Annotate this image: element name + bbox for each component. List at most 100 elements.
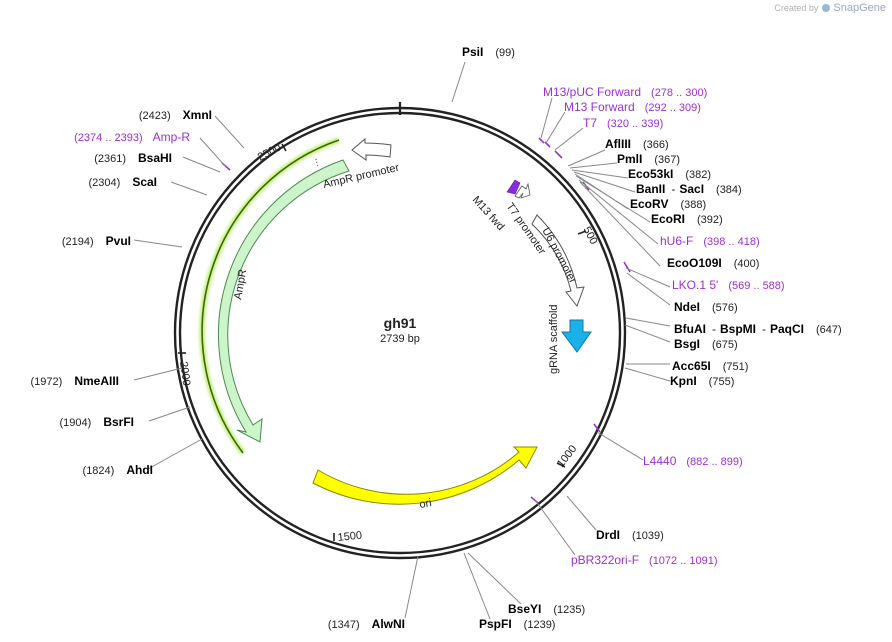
ruler-label-500: 500 xyxy=(580,225,599,247)
primer-name: LKO.1 5' xyxy=(672,278,718,292)
site-psii: PsiI(99) xyxy=(462,45,515,59)
site-name: DrdI xyxy=(596,528,620,542)
primer-name: M13/pUC Forward xyxy=(543,85,641,99)
site-bseyi: BseYI (1235) xyxy=(508,602,585,616)
ampr-label: AmpR xyxy=(232,268,249,300)
grna-scaffold-arrow xyxy=(561,319,592,353)
site-bsrfi: (1904)BsrFI xyxy=(60,415,134,429)
site-name3: PaqCI xyxy=(770,322,804,336)
m13-fwd-label: M13 fwd xyxy=(470,194,507,233)
site-name: PsiI xyxy=(462,45,483,59)
site-pos: (388) xyxy=(680,199,706,211)
site-pos: (675) xyxy=(712,339,738,351)
site-labels-left: (1347) AlwNI (1824)AhdI (1904)BsrFI (1972… xyxy=(31,108,405,631)
site-name: AlwNI xyxy=(372,617,405,631)
site-pos: (382) xyxy=(685,169,711,181)
site-name: BseYI xyxy=(508,602,541,616)
primer-l4440: L4440 (882 .. 899) xyxy=(643,454,743,468)
primer-pbr322ori-f: pBR322ori-F(1072 .. 1091) xyxy=(571,553,718,567)
site-name: NmeAIII xyxy=(74,374,119,388)
site-pos: (751) xyxy=(723,361,749,373)
t7-promoter-arrow xyxy=(514,182,531,199)
primer-range: (569 .. 588) xyxy=(728,280,784,292)
site-pos: (367) xyxy=(654,154,680,166)
m13-fwd-arrow xyxy=(506,179,521,195)
site-name: EcoRV xyxy=(630,197,668,211)
primer-range: (2374 .. 2393) xyxy=(74,132,143,144)
site-name: KpnI xyxy=(670,374,697,388)
site-labels-right: PsiI(99) AflIII(366) PmlI(367) Eco53kI(3… xyxy=(462,45,842,631)
site-eco53ki: Eco53kI (382) xyxy=(628,167,711,181)
site-name: AflIII xyxy=(605,137,631,151)
site-sep: - xyxy=(671,182,675,196)
u6-promoter-label: U6 promoter xyxy=(539,226,578,286)
ori-label: ori xyxy=(418,497,432,511)
site-pos: (576) xyxy=(712,302,738,314)
primer-name: Amp-R xyxy=(153,130,191,144)
site-kpni: KpnI (755) xyxy=(670,374,734,388)
site-pos: (1235) xyxy=(553,604,585,616)
site-pos: (384) xyxy=(716,184,742,196)
site-alwni: (1347) AlwNI xyxy=(328,617,405,631)
site-ecori: EcoRI (392) xyxy=(651,212,723,226)
site-pos: (2304) xyxy=(89,177,121,189)
site-name: BsaHI xyxy=(138,151,172,165)
site-scai: (2304)ScaI xyxy=(89,175,157,189)
primer-amp-r: (2374 .. 2393) Amp-R xyxy=(74,130,190,144)
ruler-tick-2500: 2500 xyxy=(256,142,287,164)
site-name: XmnI xyxy=(183,108,212,122)
ruler-label-2000: 2000 xyxy=(177,361,192,387)
ampr-promoter-arrow xyxy=(351,137,392,161)
primer-range: (292 .. 309) xyxy=(645,102,701,114)
grna-scaffold-label: gRNA scaffold xyxy=(548,304,560,374)
site-name: Eco53kI xyxy=(628,167,673,181)
site-xmni: (2423) XmnI xyxy=(139,108,212,122)
site-pos: (2194) xyxy=(62,236,94,248)
primer-m13-puc-forward: M13/pUC Forward (278 .. 300) xyxy=(543,85,707,99)
site-name: PspFI xyxy=(479,617,512,631)
site-name: PvuI xyxy=(106,234,131,248)
ampr-feature-arrow xyxy=(217,159,350,443)
site-pos: (647) xyxy=(816,324,842,336)
site-bfuai-bspmi-paqci: BfuAI-BspMI-PaqCI(647) xyxy=(674,322,842,336)
primer-name: T7 xyxy=(583,116,597,130)
site-pos: (1904) xyxy=(60,417,92,429)
site-ecorv: EcoRV (388) xyxy=(630,197,706,211)
primer-range: (278 .. 300) xyxy=(651,87,707,99)
primer-range: (320 .. 339) xyxy=(607,118,663,130)
site-banii-saci: BanII-SacI(384) xyxy=(636,182,742,196)
primer-name: L4440 xyxy=(643,454,677,468)
snapgene-logo-icon xyxy=(822,4,831,12)
primer-hu6-f: hU6-F(398 .. 418) xyxy=(660,234,760,248)
ori-feature-arrow xyxy=(312,446,538,505)
primer-t7: T7 (320 .. 339) xyxy=(583,116,663,130)
site-bsgi: BsgI(675) xyxy=(674,337,738,351)
site-name: EcoRI xyxy=(651,212,685,226)
site-name: Acc65I xyxy=(672,359,711,373)
site-name: EcoO109I xyxy=(667,256,722,270)
site-pos: (755) xyxy=(709,376,735,388)
site-name: BfuAI xyxy=(674,322,706,336)
primer-range: (882 .. 899) xyxy=(686,456,742,468)
site-pos: (392) xyxy=(697,214,723,226)
primer-name: M13 Forward xyxy=(564,100,635,114)
site-bsahi: (2361)BsaHI xyxy=(94,151,172,165)
site-ecoo109i: EcoO109I(400) xyxy=(667,256,759,270)
site-drdi: DrdI (1039) xyxy=(596,528,664,542)
primer-m13-forward: M13 Forward (292 .. 309) xyxy=(564,100,701,114)
site-ahdi: (1824)AhdI xyxy=(83,463,153,477)
site-name: NdeI xyxy=(674,300,700,314)
primer-lko1-5: LKO.1 5' (569 .. 588) xyxy=(672,278,785,292)
plasmid-length: 2739 bp xyxy=(380,333,420,345)
site-pos: (1039) xyxy=(632,530,664,542)
site-pos: (1972) xyxy=(31,376,63,388)
site-pos: (1347) xyxy=(328,619,360,631)
primer-labels: M13/pUC Forward (278 .. 300) M13 Forward (… xyxy=(74,85,784,567)
site-pos: (2423) xyxy=(139,110,171,122)
site-pos: (1824) xyxy=(83,465,115,477)
site-name2: BspMI xyxy=(720,322,756,336)
site-name: BanII xyxy=(636,182,665,196)
site-pspfi: PspFI(1239) xyxy=(479,617,555,631)
